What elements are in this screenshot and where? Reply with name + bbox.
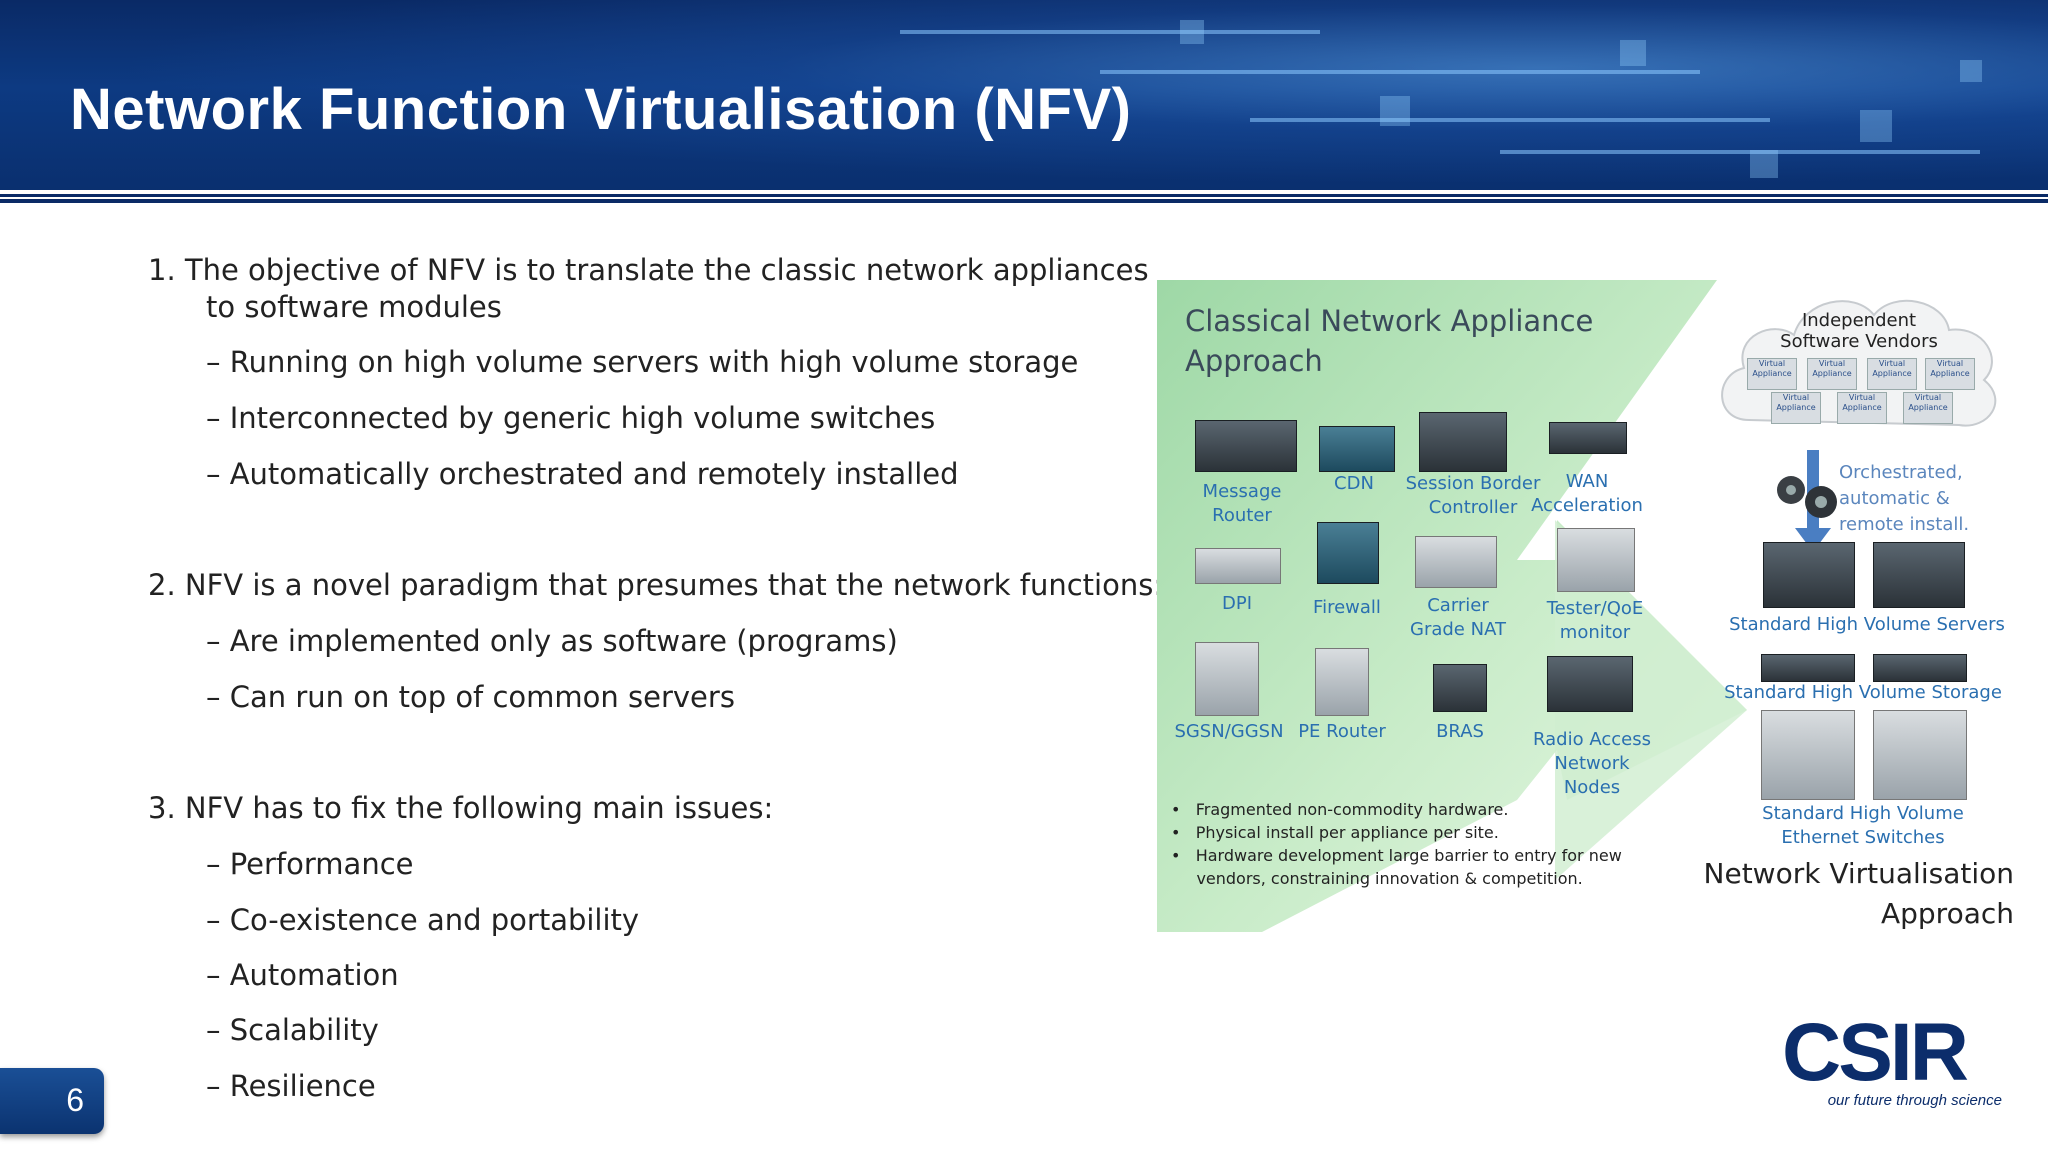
- switch-icon: [1873, 710, 1967, 800]
- cdn-icon: [1319, 426, 1395, 472]
- label-firewall: Firewall: [1313, 597, 1381, 618]
- slide-header: Network Function Virtualisation (NFV): [0, 0, 2048, 194]
- header-bottom-line: [0, 190, 2048, 194]
- point-3-bullet: – Co-existence and portability: [206, 903, 640, 937]
- pe-router-icon: [1315, 648, 1369, 716]
- firewall-icon: [1317, 522, 1379, 584]
- header-decor: [1860, 110, 1892, 142]
- logo-tagline: our future through science: [1827, 1092, 2002, 1109]
- point-3-bullet: – Automation: [206, 958, 399, 992]
- slide-title: Network Function Virtualisation (NFV): [70, 77, 1132, 142]
- point-1-bullet: – Running on high volume servers with hi…: [206, 345, 1079, 379]
- bras-icon: [1433, 664, 1487, 712]
- session-border-controller-icon: [1419, 412, 1507, 472]
- classical-title: Approach: [1185, 344, 1323, 378]
- page-number: 6: [66, 1082, 84, 1118]
- logo-wordmark: CSIR: [1782, 1007, 1969, 1098]
- point-1-line-1: 1. The objective of NFV is to translate …: [148, 253, 1149, 287]
- csir-logo: CSIR our future through science: [1782, 996, 2002, 1116]
- point-2-line-1: 2. NFV is a novel paradigm that presumes…: [148, 568, 1164, 602]
- radio-access-icon: [1547, 656, 1633, 712]
- header-decor: [1380, 96, 1410, 126]
- label-sgsn: SGSN/GGSN: [1174, 721, 1284, 742]
- header-decor: [1750, 150, 1778, 178]
- storage-icon: [1873, 654, 1967, 682]
- nfv-diagram: Classical Network Appliance Approach Mes…: [1157, 280, 2014, 932]
- down-arrow-icon: [1777, 450, 1837, 552]
- classical-bullets: • Fragmented non-commodity hardware. • P…: [1171, 800, 1622, 888]
- header-decor: [1100, 70, 1700, 74]
- point-2-bullet: – Can run on top of common servers: [206, 680, 735, 714]
- classical-title: Classical Network Appliance: [1185, 304, 1594, 338]
- sgsn-ggsn-icon: [1195, 642, 1259, 716]
- header-decor: [1620, 40, 1646, 66]
- label-pe-router: PE Router: [1298, 721, 1386, 742]
- header-decor: [900, 30, 1320, 34]
- storage-icon: [1761, 654, 1855, 682]
- header-decor: [1500, 150, 1980, 154]
- point-3-bullet: – Resilience: [206, 1069, 376, 1103]
- orchestrated-label: Orchestrated,automatic &remote install.: [1839, 462, 1970, 535]
- label-dpi: DPI: [1221, 593, 1253, 614]
- point-1-line-2: to software modules: [206, 290, 502, 324]
- server-icon: [1763, 542, 1855, 608]
- label-cdn: CDN: [1334, 473, 1374, 494]
- header-rule: [0, 199, 2048, 203]
- header-decor: [1960, 60, 1982, 82]
- point-3-bullet: – Performance: [206, 847, 414, 881]
- label-servers: Standard High Volume Servers: [1729, 614, 2005, 635]
- point-1-bullet: – Interconnected by generic high volume …: [206, 401, 936, 435]
- point-3-bullet: – Scalability: [206, 1013, 379, 1047]
- header-decor: [1180, 20, 1204, 44]
- tester-qoe-icon: [1557, 528, 1635, 592]
- point-1-bullet: – Automatically orchestrated and remotel…: [206, 457, 959, 491]
- point-2-bullet: – Are implemented only as software (prog…: [206, 624, 898, 658]
- label-bras: BRAS: [1436, 721, 1484, 742]
- point-3-line-1: 3. NFV has to fix the following main iss…: [148, 791, 774, 825]
- header-rule: [0, 194, 2048, 197]
- dpi-icon: [1195, 548, 1281, 584]
- label-storage: Standard High Volume Storage: [1724, 682, 2002, 703]
- carrier-grade-nat-icon: [1415, 536, 1497, 588]
- message-router-icon: [1195, 420, 1297, 472]
- page-number-badge: 6: [0, 1068, 104, 1134]
- wan-acceleration-icon: [1549, 422, 1627, 454]
- header-decor: [1250, 118, 1770, 122]
- switch-icon: [1761, 710, 1855, 800]
- server-icon: [1873, 542, 1965, 608]
